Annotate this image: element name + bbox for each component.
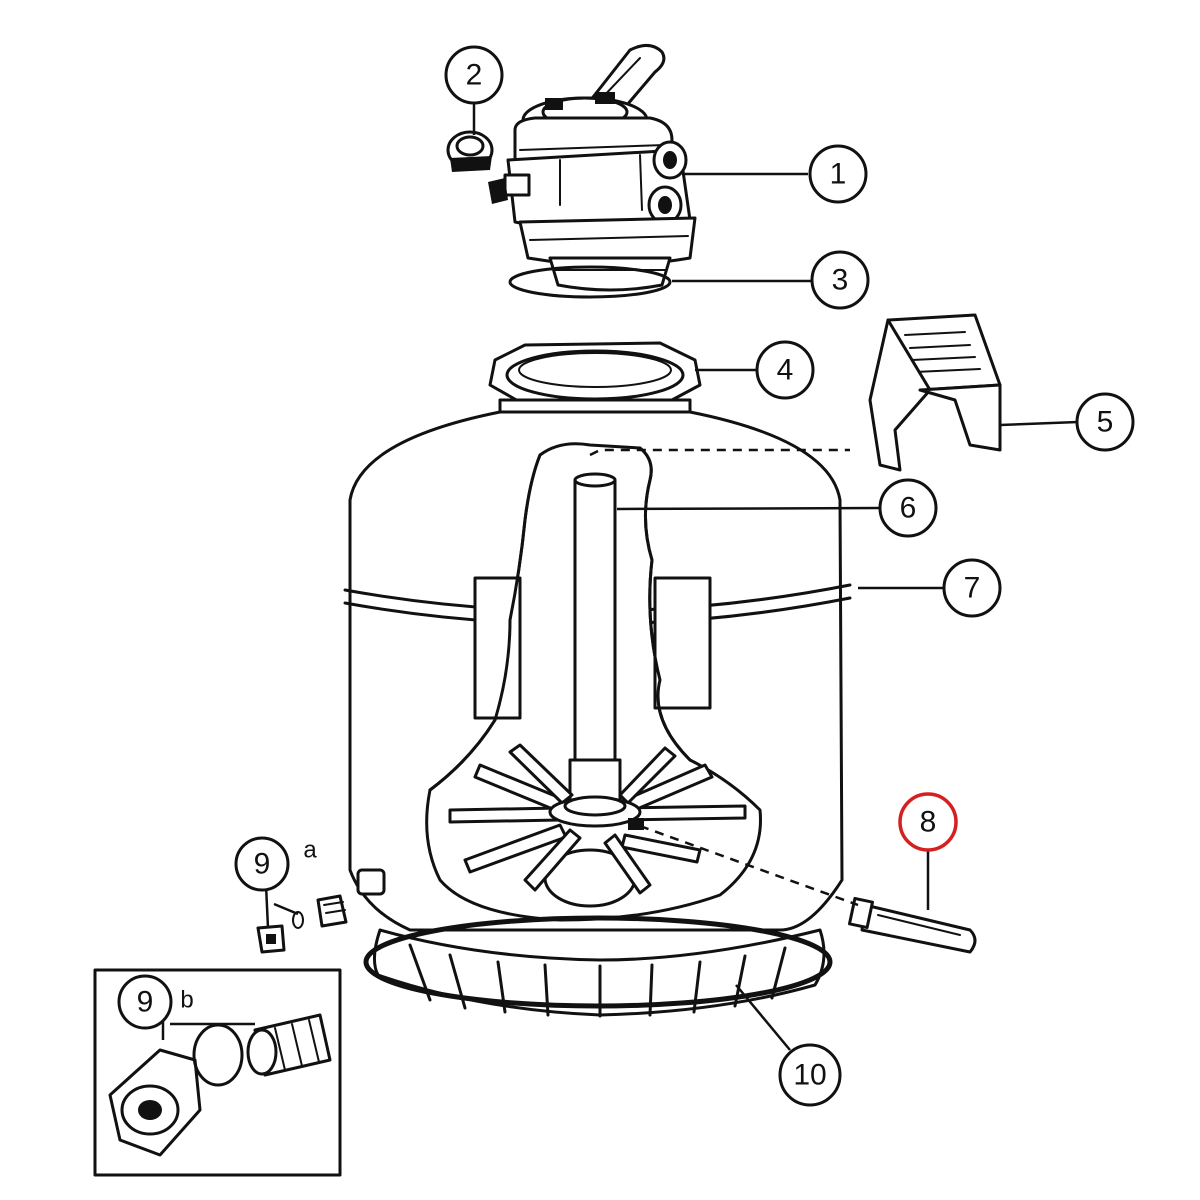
callout-5: 5 xyxy=(1075,392,1135,452)
callout-9b: 9 b xyxy=(117,974,194,1030)
callout-3-label: 3 xyxy=(832,264,849,297)
callout-1: 1 xyxy=(808,144,868,204)
callout-10-label: 10 xyxy=(793,1059,826,1092)
standpipe xyxy=(568,472,622,807)
pressure-gauge xyxy=(446,130,494,172)
lateral-assembly xyxy=(448,743,747,908)
callout-7: 7 xyxy=(942,558,1002,618)
callout-8-label: 8 xyxy=(920,806,937,839)
leader-lines xyxy=(161,104,1079,1051)
callout-4: 4 xyxy=(755,340,815,400)
callout-2: 2 xyxy=(444,45,504,105)
callout-5-label: 5 xyxy=(1097,406,1114,439)
callout-9a: 9 a xyxy=(234,836,317,892)
callout-7-label: 7 xyxy=(964,572,981,605)
callout-8: 8 xyxy=(898,792,958,852)
callout-1-label: 1 xyxy=(830,158,847,191)
callout-2-label: 2 xyxy=(466,59,483,92)
tank-flange-ring xyxy=(488,341,702,404)
callout-6-label: 6 xyxy=(900,492,917,525)
callout-10: 10 xyxy=(778,1043,842,1107)
drain-cap-inset xyxy=(93,968,342,1177)
lateral-spare xyxy=(639,824,977,954)
callout-8-highlight-circle xyxy=(898,792,958,852)
callout-9a-label: 9 xyxy=(254,848,271,881)
letter-b: b xyxy=(180,987,193,1014)
drain-plug-assembly-a xyxy=(256,868,386,954)
letter-a: a xyxy=(303,837,317,864)
callout-3: 3 xyxy=(810,250,870,310)
filter-bracket xyxy=(868,313,1002,472)
callout-9b-label: 9 xyxy=(137,986,154,1019)
valve-o-ring xyxy=(508,265,672,299)
callout-4-label: 4 xyxy=(777,354,794,387)
callout-6: 6 xyxy=(878,478,938,538)
tank-base xyxy=(363,915,833,1018)
multiport-valve xyxy=(488,44,697,292)
